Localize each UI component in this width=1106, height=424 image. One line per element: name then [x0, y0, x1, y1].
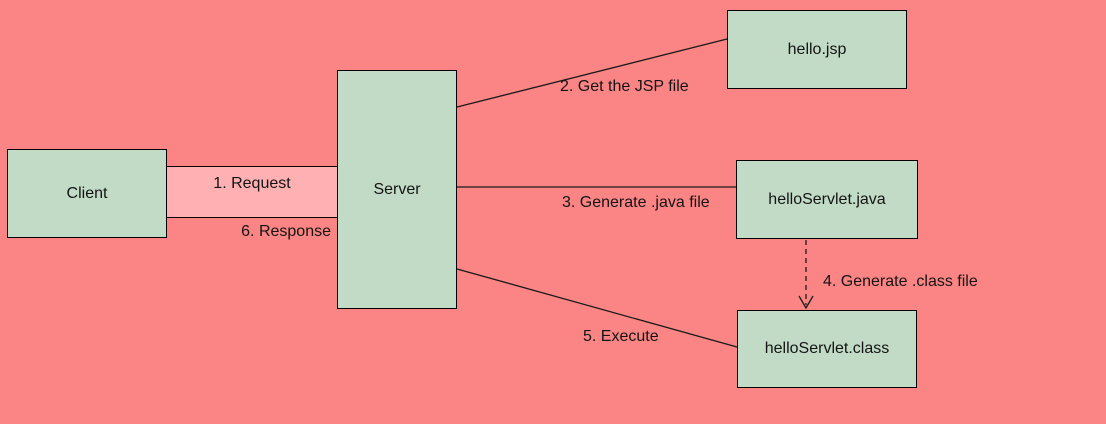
node-server: Server — [337, 70, 457, 309]
node-client-label: Client — [66, 184, 108, 202]
arrowhead-down-icon — [798, 295, 814, 310]
edge-request-label: 1. Request — [213, 175, 291, 192]
edge-get-jsp-label: 2. Get the JSP file — [560, 78, 689, 95]
edge-generate-java-label: 3. Generate .java file — [562, 194, 710, 211]
edge-generate-class-label: 4. Generate .class file — [823, 273, 978, 290]
edge-execute-label: 5. Execute — [583, 328, 659, 345]
node-helloservlet-java: helloServlet.java — [736, 160, 918, 239]
edge-get-jsp-line — [456, 38, 728, 108]
node-helloservlet-class: helloServlet.class — [737, 310, 917, 388]
node-helloservlet-java-label: helloServlet.java — [768, 190, 886, 208]
node-hello-jsp-label: hello.jsp — [787, 40, 847, 58]
node-helloservlet-class-label: helloServlet.class — [764, 340, 890, 357]
node-client: Client — [7, 149, 167, 238]
node-hello-jsp: hello.jsp — [727, 10, 907, 89]
request-band — [167, 166, 337, 218]
edge-response-label: 6. Response — [241, 223, 331, 240]
node-server-label: Server — [373, 180, 421, 198]
